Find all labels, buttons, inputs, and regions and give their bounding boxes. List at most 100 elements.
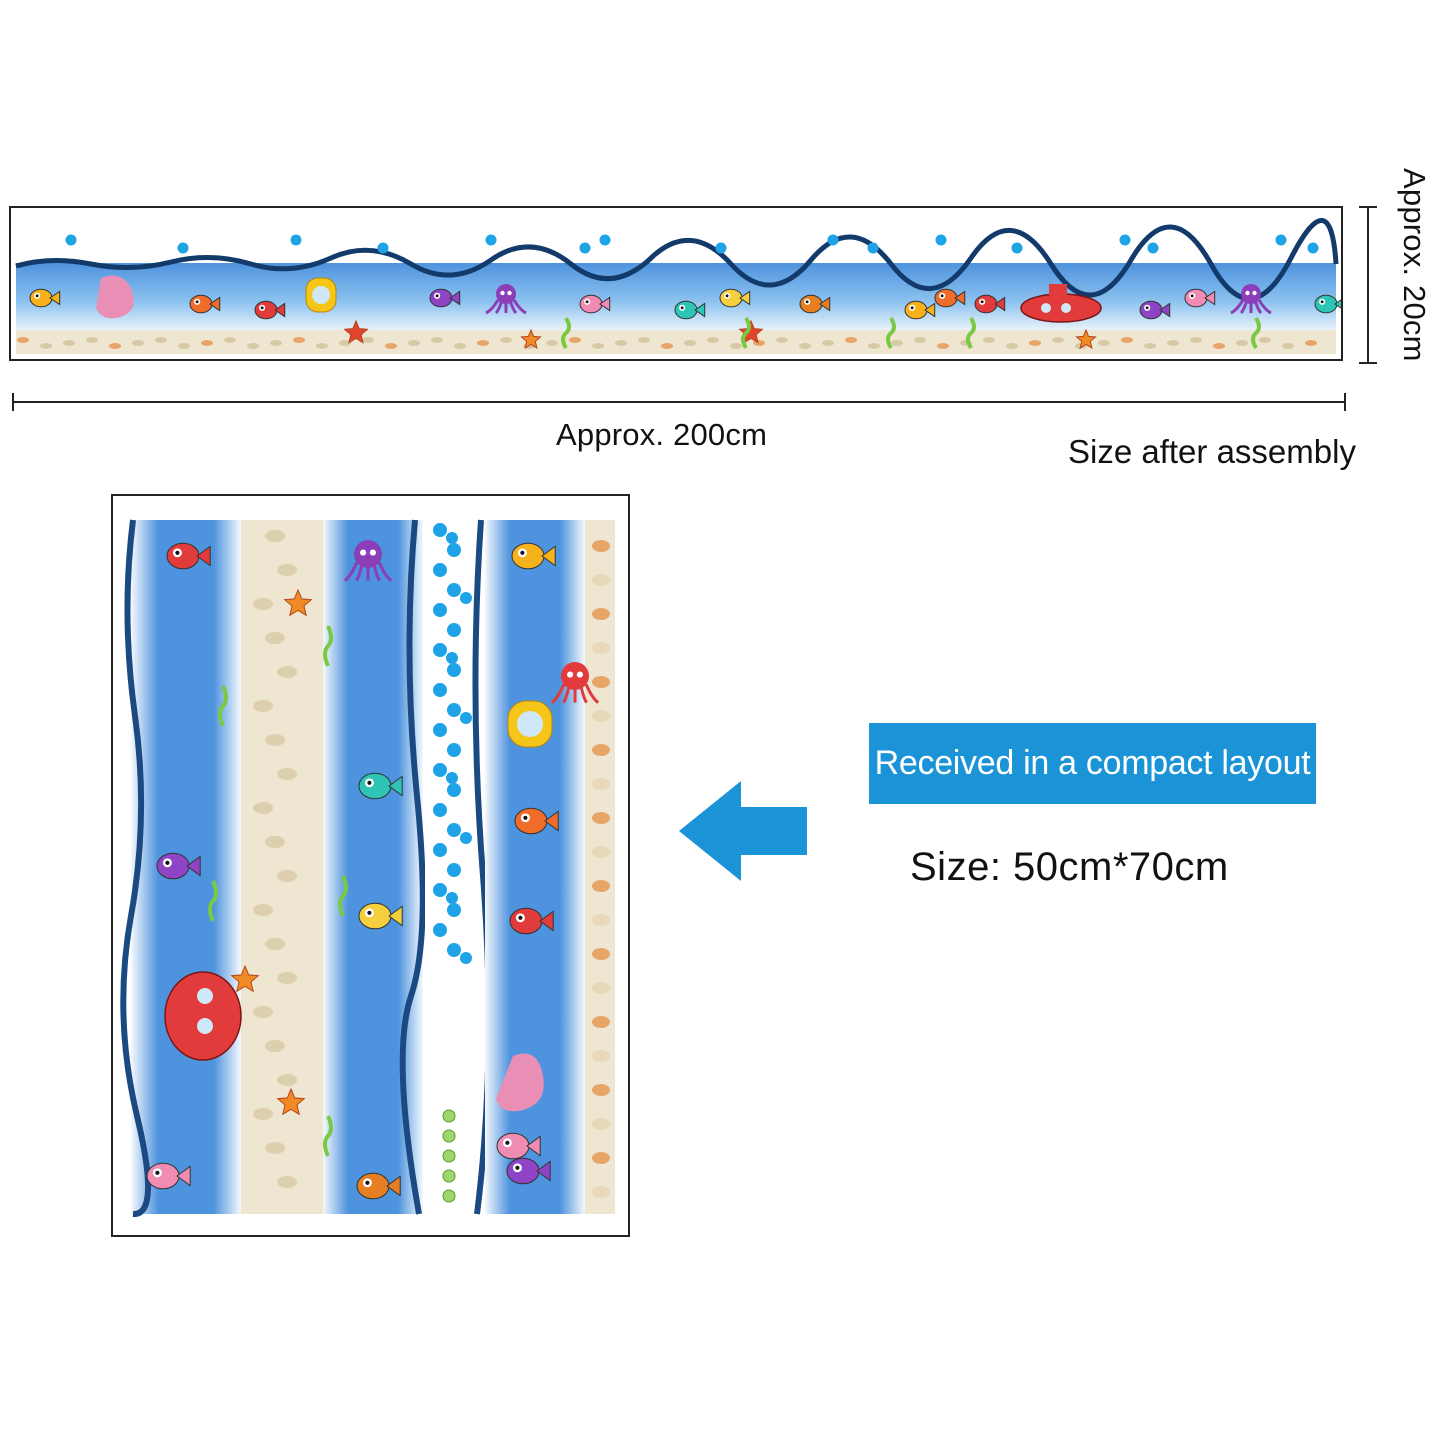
pebble-icon	[592, 676, 610, 688]
sheet-water-strip-3	[485, 520, 585, 1214]
pebble-icon	[1006, 343, 1018, 349]
fish-icon	[358, 902, 403, 930]
pebble-icon	[592, 343, 604, 349]
pebble-icon	[592, 982, 610, 994]
bubble-icon	[935, 234, 947, 246]
ocean-border-illustration	[15, 218, 1341, 354]
pebble-icon	[1190, 337, 1202, 343]
sheet-size-label: Size: 50cm*70cm	[910, 845, 1229, 889]
pebble-icon	[684, 340, 696, 346]
seaweed-icon	[323, 1115, 333, 1157]
pebble-icon	[1259, 337, 1271, 343]
seaweed-icon	[966, 316, 976, 350]
starfish-icon	[520, 328, 542, 350]
bubble-icon	[1119, 234, 1131, 246]
submarine-icon	[305, 277, 337, 313]
fish-icon	[146, 1162, 191, 1190]
sea-creatures	[29, 275, 1341, 350]
pebble-icon	[592, 1186, 610, 1198]
fish-icon	[719, 288, 751, 308]
seaweed-icon	[323, 625, 333, 667]
mermaid-icon	[96, 275, 134, 319]
pebble-icon	[592, 948, 610, 960]
height-dimension-tick-bottom	[1359, 362, 1377, 364]
pebble-icon	[431, 337, 443, 343]
pebble-icon	[454, 343, 466, 349]
pebble-icon	[592, 574, 610, 586]
seaweed-icon	[741, 316, 751, 350]
fish-icon	[974, 294, 1006, 314]
bubble-icon	[433, 683, 447, 697]
bubble-icon	[433, 883, 447, 897]
pebble-icon	[914, 337, 926, 343]
bubble-icon	[177, 242, 189, 254]
pebble-icon	[224, 337, 236, 343]
bubble-icon	[447, 743, 461, 757]
pebble-icon	[253, 904, 273, 916]
fish-icon	[429, 288, 461, 308]
bubble-icon	[446, 532, 458, 544]
bubble-icon	[442, 1129, 456, 1143]
bubble-icon	[446, 892, 458, 904]
pebble-icon	[155, 337, 167, 343]
pebble-icon	[339, 340, 351, 346]
bubble-icon	[433, 643, 447, 657]
bubble-icon	[433, 923, 447, 937]
bubble-row	[65, 234, 1319, 254]
bubble-icon	[446, 772, 458, 784]
octopus-icon	[1230, 284, 1272, 315]
fish-icon	[356, 1172, 401, 1200]
pebble-icon	[86, 337, 98, 343]
bubble-icon	[447, 903, 461, 917]
pebble-icon	[253, 1108, 273, 1120]
fish-icon	[511, 542, 556, 570]
pebble-icon	[592, 812, 610, 824]
pebble-icon	[316, 343, 328, 349]
seaweed-icon	[218, 685, 228, 727]
bubble-icon	[599, 234, 611, 246]
pebble-icon	[253, 802, 273, 814]
fish-icon	[799, 294, 831, 314]
fish-icon	[934, 288, 966, 308]
pebble-icon	[822, 340, 834, 346]
bubble-icon	[485, 234, 497, 246]
compact-layout-badge: Received in a compact layout	[869, 723, 1316, 804]
sheet-sea-creatures	[146, 540, 600, 1200]
pebble-icon	[592, 914, 610, 926]
pebble-icon	[592, 608, 610, 620]
pebble-icon	[1144, 343, 1156, 349]
pebble-icon	[1098, 340, 1110, 346]
octopus-icon	[550, 662, 600, 704]
pebble-icon	[592, 880, 610, 892]
bubble-icon	[1147, 242, 1159, 254]
pebble-icon	[937, 343, 949, 349]
fish-icon	[514, 807, 559, 835]
pebble-icon	[132, 340, 144, 346]
pebble-icon	[270, 340, 282, 346]
pebble-icon	[592, 710, 610, 722]
pebble-icon	[63, 340, 75, 346]
bubble-icon	[715, 242, 727, 254]
bubble-icon	[867, 242, 879, 254]
pebble-icon	[17, 337, 29, 343]
pebble-icon	[592, 1084, 610, 1096]
bubble-icon	[442, 1109, 456, 1123]
pebble-icon	[265, 734, 285, 746]
bubble-icon	[433, 603, 447, 617]
pebble-icon	[592, 1152, 610, 1164]
pebble-icon	[730, 343, 742, 349]
bubble-icon	[433, 563, 447, 577]
seaweed-icon	[1251, 316, 1261, 350]
bubble-icon	[447, 863, 461, 877]
pebble-icon	[1052, 337, 1064, 343]
pebble-icon	[707, 337, 719, 343]
pebble-icon	[385, 343, 397, 349]
pebble-icon	[265, 938, 285, 950]
pebble-icon	[776, 337, 788, 343]
pebble-icon	[253, 700, 273, 712]
pebble-icon	[40, 343, 52, 349]
pebble-icon	[1236, 340, 1248, 346]
assembly-note: Size after assembly	[1068, 433, 1356, 470]
octopus-icon	[485, 284, 527, 315]
pebble-icon	[592, 778, 610, 790]
